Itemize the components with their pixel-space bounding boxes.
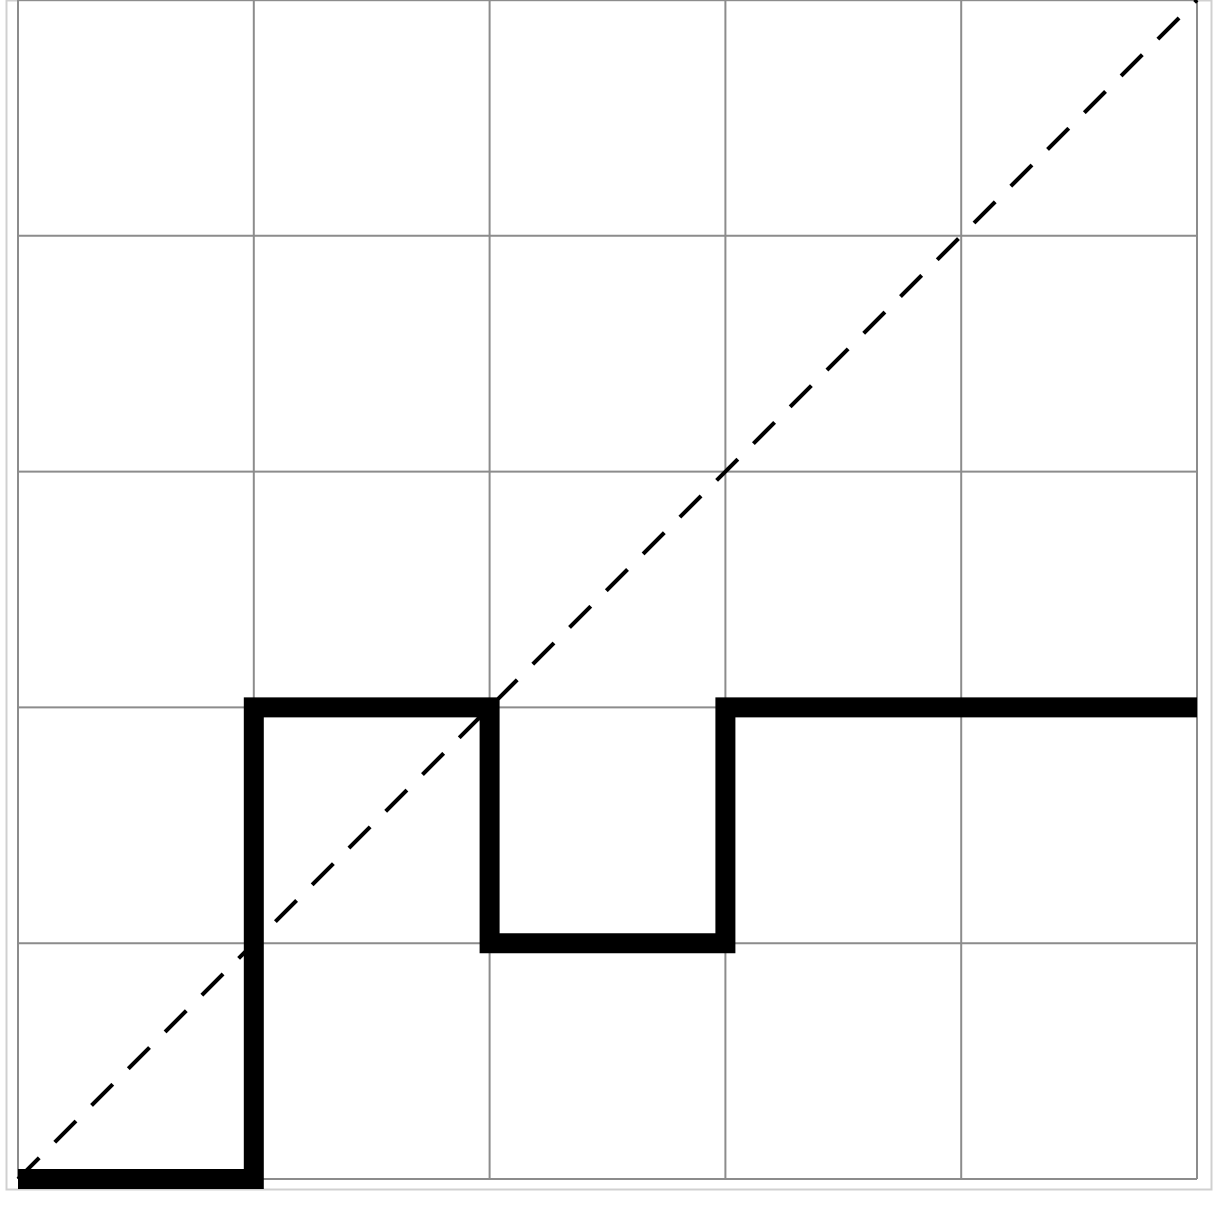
- step-function-line: [18, 697, 1197, 1189]
- series-layer: [16, 0, 1199, 1189]
- chart-outer-border: [5, 0, 1213, 1191]
- dashed-diagonal-line: [16, 0, 1199, 1181]
